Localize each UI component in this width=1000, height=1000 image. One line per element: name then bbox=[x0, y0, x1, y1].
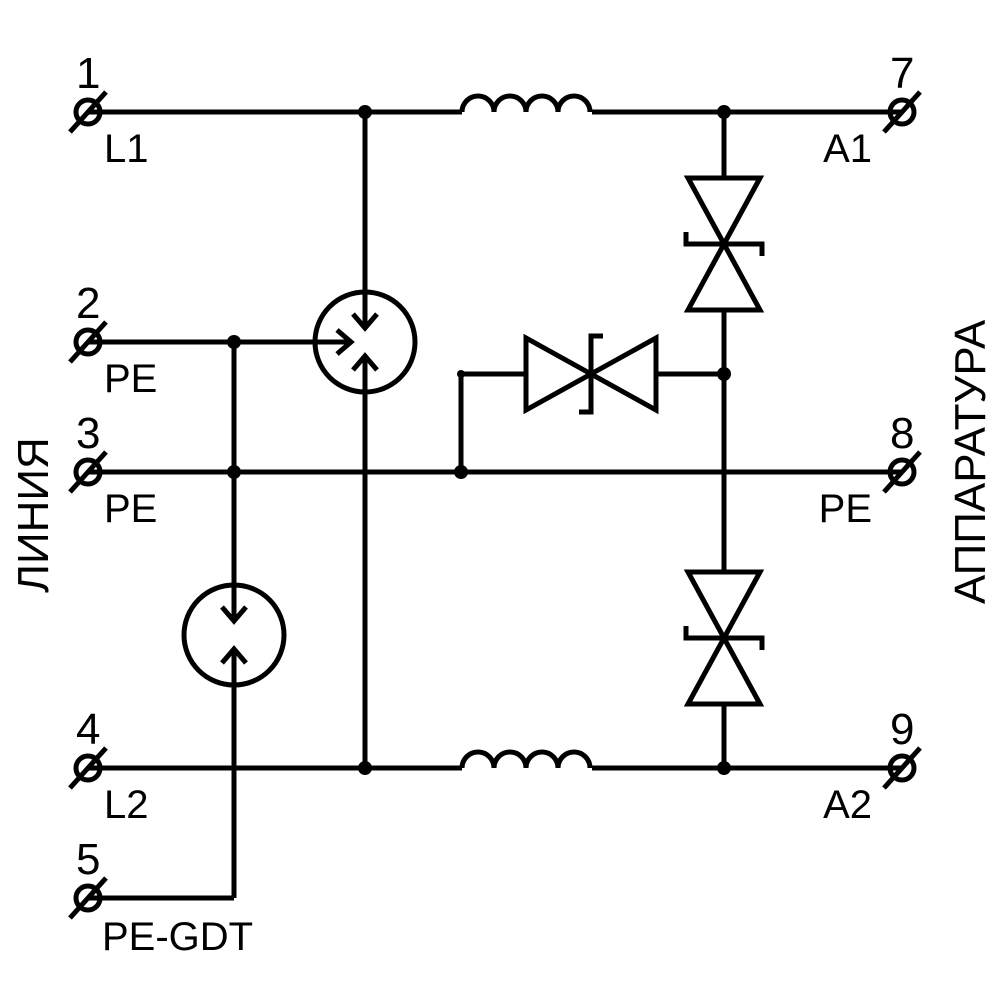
wires bbox=[88, 109, 902, 901]
terminal-5-number: 5 bbox=[76, 835, 100, 884]
gas-discharge-tube-2-electrode bbox=[181, 582, 287, 688]
terminal-8-label: PE bbox=[819, 487, 872, 531]
terminal-2-label: PE bbox=[104, 357, 157, 401]
terminal-4-symbol bbox=[68, 746, 108, 790]
terminal-numbers: 1 2 3 4 5 7 8 9 bbox=[76, 49, 914, 884]
terminal-3-number: 3 bbox=[76, 409, 100, 458]
terminal-1-label: L1 bbox=[104, 127, 149, 171]
terminal-9-number: 9 bbox=[890, 705, 914, 754]
terminal-2-number: 2 bbox=[76, 279, 100, 328]
terminal-labels: L1 PE PE L2 PE-GDT A1 PE A2 bbox=[102, 127, 872, 959]
terminal-3-label: PE bbox=[104, 487, 157, 531]
tvs-diode-pe bbox=[523, 333, 659, 415]
tvs-diode-a1 bbox=[683, 175, 765, 313]
terminal-9-symbol bbox=[882, 746, 922, 790]
terminal-7-symbol bbox=[882, 90, 922, 134]
side-title-line: ЛИНИЯ bbox=[9, 437, 58, 593]
terminal-7-number: 7 bbox=[890, 49, 914, 98]
gas-discharge-tube-3-electrode bbox=[312, 289, 418, 395]
tvs-diode-a2 bbox=[683, 569, 765, 707]
terminal-4-number: 4 bbox=[76, 705, 100, 754]
inductor-l1-symbol bbox=[459, 93, 593, 113]
terminal-1-number: 1 bbox=[76, 49, 100, 98]
terminal-8-number: 8 bbox=[890, 409, 914, 458]
inductor-l2-symbol bbox=[459, 749, 593, 769]
terminal-8-symbol bbox=[882, 450, 922, 494]
terminal-5-symbol bbox=[68, 876, 108, 920]
terminal-7-label: A1 bbox=[823, 127, 872, 171]
junction-dots bbox=[227, 105, 731, 775]
terminal-2-symbol bbox=[68, 320, 108, 364]
terminal-4-label: L2 bbox=[104, 783, 149, 827]
terminal-9-label: A2 bbox=[823, 783, 872, 827]
side-title-equipment: АППАРАТУРА bbox=[946, 319, 995, 604]
terminal-5-label: PE-GDT bbox=[102, 915, 253, 959]
terminal-1-symbol bbox=[68, 90, 108, 134]
terminal-symbols bbox=[68, 90, 922, 920]
terminal-3-symbol bbox=[68, 450, 108, 494]
